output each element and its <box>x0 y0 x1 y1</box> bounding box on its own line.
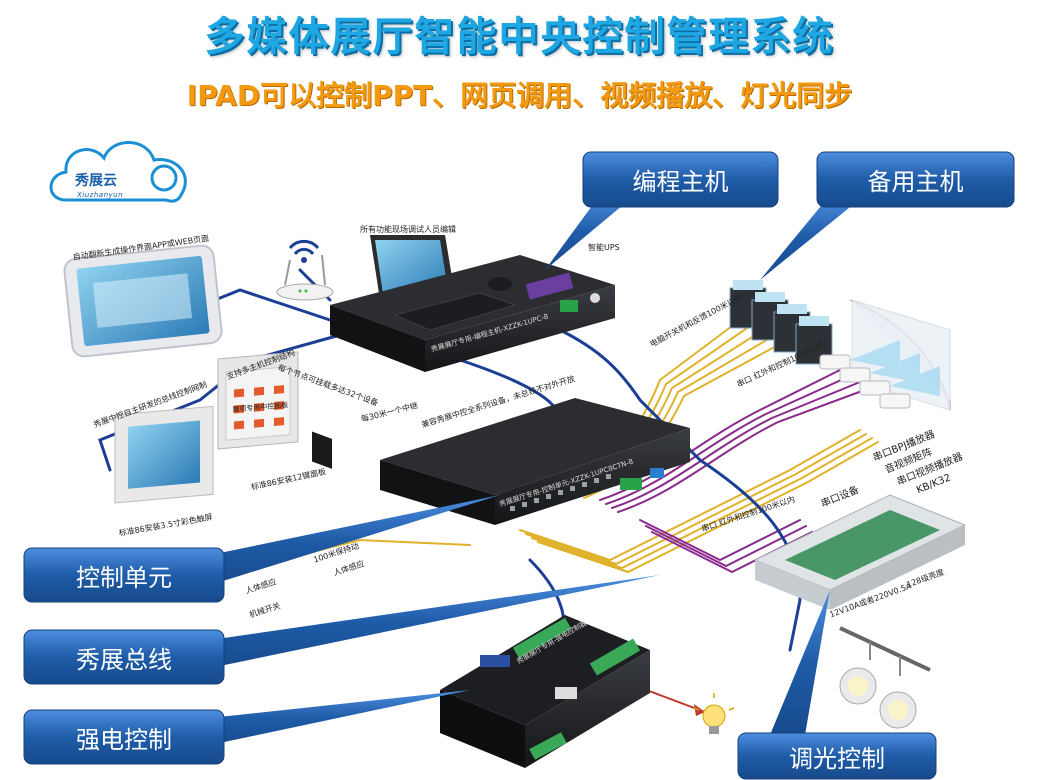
ups-label: 智能UPS <box>588 243 620 252</box>
panel-12key <box>217 351 299 450</box>
wifi-router <box>276 239 334 301</box>
callout-control-unit <box>23 495 500 603</box>
label-programming-host: 编程主机 <box>632 168 729 196</box>
label-power-control: 强电控制 <box>76 725 172 754</box>
callout-backup-host <box>760 151 1015 280</box>
page-title: 多媒体展厅智能中央控制管理系统 <box>204 14 835 60</box>
control-unit <box>380 398 690 525</box>
callout-power-control <box>23 690 470 765</box>
xiuzhanyun-logo <box>49 141 187 203</box>
bulb-icon <box>693 693 735 734</box>
touch-panel <box>114 405 214 504</box>
page-subtitle: IPAD可以控制PPT、网页调用、视频播放、灯光同步 <box>186 79 853 112</box>
callout-bus <box>23 575 660 685</box>
logo-subtext: Xiuzhanyun <box>77 191 124 199</box>
callout-dimming-control <box>737 590 937 780</box>
pc-servers <box>729 280 833 365</box>
label-dimming-control: 调光控制 <box>789 744 885 773</box>
callout-programming-host <box>545 151 779 270</box>
projectors <box>819 299 951 411</box>
programming-host <box>312 255 615 469</box>
laptop-label: 所有功能现场调试人员编辑 <box>360 225 456 234</box>
label-backup-host: 备用主机 <box>867 168 964 196</box>
dimmer-box <box>753 494 967 610</box>
label-bus: 秀展总线 <box>76 645 172 674</box>
power-controller <box>440 615 650 768</box>
ipad-device <box>63 244 223 358</box>
label-control-unit: 控制单元 <box>76 563 172 592</box>
track-lights <box>839 626 931 729</box>
logo-text: 秀展云 <box>75 173 117 189</box>
